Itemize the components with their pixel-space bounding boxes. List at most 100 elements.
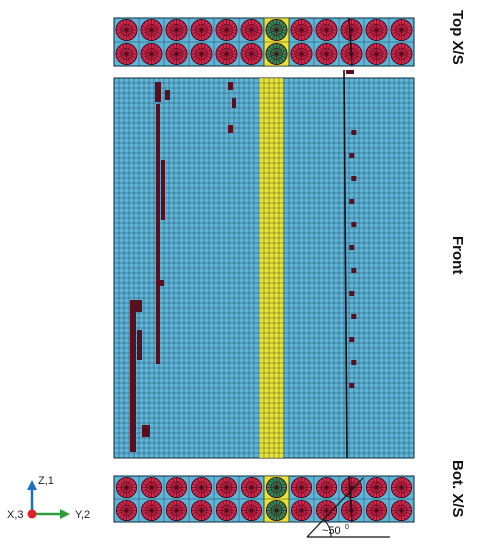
fiber-spoke [366, 25, 387, 35]
fiber [265, 43, 288, 65]
fiber [115, 476, 138, 499]
damaged-element [349, 383, 355, 388]
fiber [290, 19, 313, 41]
fiber [365, 476, 388, 499]
angle-annotation: ~50 0 [306, 477, 390, 538]
fiber-spoke [341, 25, 362, 35]
angle-arc [322, 518, 332, 538]
fiber-spoke [291, 49, 312, 59]
fiber-spoke [217, 483, 236, 492]
fiber [165, 19, 188, 41]
fiber [165, 499, 188, 522]
fiber-spoke [166, 25, 187, 35]
fiber-spoke [142, 506, 161, 515]
damaged-element [351, 360, 357, 365]
damaged-element [349, 291, 355, 296]
fiber-spoke [141, 25, 162, 35]
crack-line [348, 475, 353, 523]
damaged-element [349, 153, 355, 158]
damaged-element [346, 70, 354, 74]
damaged-element [349, 245, 355, 250]
fiber-spoke [292, 506, 311, 515]
damaged-element [351, 268, 357, 273]
fiber [240, 499, 263, 522]
fiber-spoke [241, 25, 262, 35]
fiber-spoke [391, 49, 412, 59]
coordinate-triad: Z,1 X,3 Y,2 [7, 475, 90, 521]
fiber [240, 19, 263, 41]
fiber-spoke [266, 25, 287, 35]
fiber [290, 499, 313, 522]
fiber-spoke [166, 49, 187, 59]
front-mesh-view [113, 69, 415, 459]
damaged-element [351, 222, 357, 227]
fiber [390, 476, 413, 499]
damaged-element [351, 314, 357, 319]
fiber [340, 476, 363, 499]
z-axis-label: Z,1 [38, 475, 54, 487]
fiber-spoke [342, 483, 361, 492]
bottom-cross-section [113, 475, 415, 523]
damaged-element [161, 160, 165, 220]
fiber-spoke [141, 49, 162, 59]
crack-line [348, 17, 353, 67]
fiber-spoke [142, 483, 161, 492]
fiber [115, 499, 138, 522]
fiber-spoke [191, 49, 212, 59]
damaged-element [351, 176, 357, 181]
fiber-spoke [392, 506, 411, 515]
fiber-spoke [267, 506, 286, 515]
fiber-spoke [241, 49, 262, 59]
fiber [215, 499, 238, 522]
fiber-spoke [192, 483, 211, 492]
fiber-spoke [266, 49, 287, 59]
fiber [290, 476, 313, 499]
fiber-spoke [317, 483, 336, 492]
fiber [365, 499, 388, 522]
fiber [190, 19, 213, 41]
fiber [315, 499, 338, 522]
top-cross-section [113, 17, 415, 67]
fiber [265, 476, 288, 499]
fiber [140, 476, 163, 499]
fiber [390, 43, 413, 65]
fiber [365, 19, 388, 41]
fiber [190, 476, 213, 499]
fiber [290, 43, 313, 65]
fiber-spoke [192, 506, 211, 515]
damaged-element [156, 280, 164, 286]
front-mesh-grid [113, 77, 415, 459]
fiber [140, 499, 163, 522]
fiber [165, 43, 188, 65]
fiber-spoke [392, 483, 411, 492]
fiber [315, 476, 338, 499]
damaged-element [156, 104, 160, 364]
top-section-label: Top X/S [449, 10, 466, 65]
fiber [315, 19, 338, 41]
fiber-spoke [117, 483, 136, 492]
fiber [340, 19, 363, 41]
damaged-element [130, 312, 136, 452]
front-crack-line [343, 69, 348, 459]
fiber [265, 19, 288, 41]
y-axis-arrowhead [60, 509, 70, 519]
z-axis-arrowhead [27, 480, 37, 490]
fiber [165, 476, 188, 499]
fiber [190, 43, 213, 65]
fiber-spoke [292, 483, 311, 492]
fiber-spoke [217, 506, 236, 515]
damaged-element [232, 98, 236, 108]
fiber-spoke [216, 49, 237, 59]
fiber-spoke [367, 506, 386, 515]
damaged-element [349, 337, 355, 342]
fiber-spoke [366, 49, 387, 59]
bottom-section-label: Bot. X/S [449, 460, 466, 518]
fiber [115, 19, 138, 41]
angle-label: ~50 [322, 525, 341, 537]
x-axis-label: X,3 [7, 509, 24, 521]
damaged-element [130, 300, 142, 312]
fiber-spoke [391, 25, 412, 35]
fiber [240, 476, 263, 499]
fiber [390, 499, 413, 522]
front-section-label: Front [449, 236, 466, 275]
